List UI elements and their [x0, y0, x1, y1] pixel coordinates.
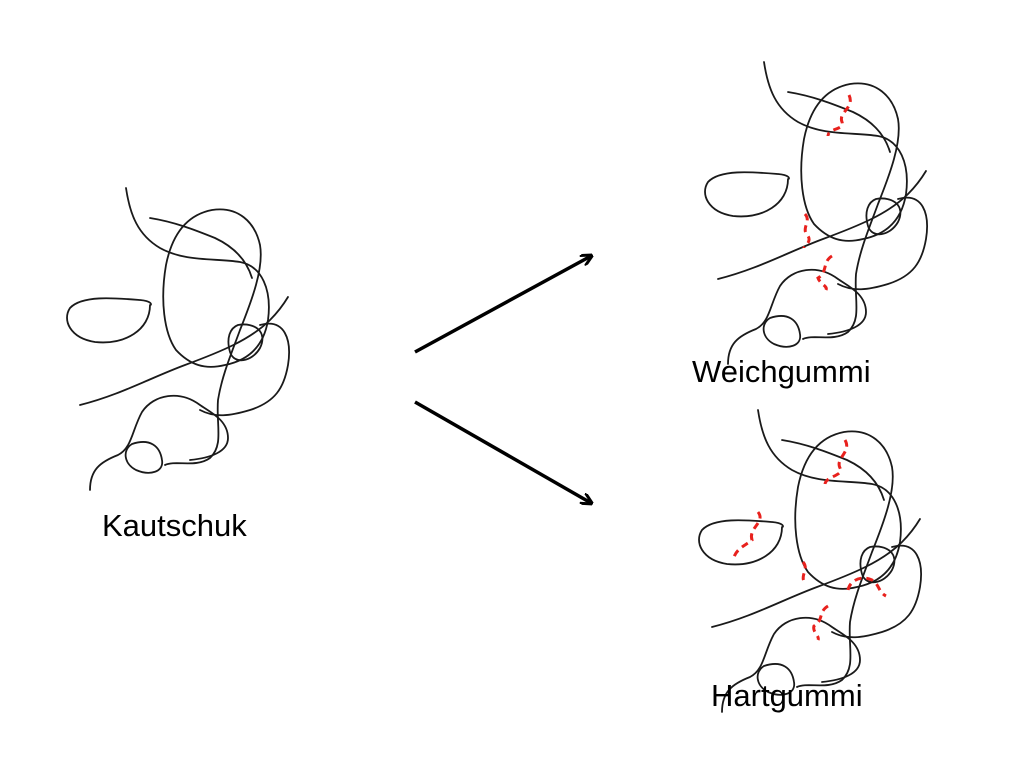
weichgummi-polymer-tangle — [704, 61, 928, 365]
crosslink — [812, 604, 829, 641]
hartgummi-polymer-tangle — [698, 409, 922, 713]
arrow-to-weichgummi — [414, 256, 591, 354]
label-kautschuk: Kautschuk — [102, 508, 247, 543]
crosslink — [802, 213, 811, 249]
crosslink — [801, 561, 808, 586]
crosslink — [823, 439, 849, 485]
weichgummi-crosslinks — [802, 94, 852, 291]
hartgummi-crosslinks — [731, 439, 887, 641]
kautschuk-polymer-tangle — [66, 187, 290, 491]
arrow-to-hartgummi — [414, 400, 591, 503]
crosslink — [816, 254, 833, 291]
crosslink — [826, 94, 852, 137]
crosslink — [846, 576, 887, 598]
crosslink — [731, 511, 762, 561]
label-weichgummi: Weichgummi — [692, 354, 871, 389]
label-hartgummi: Hartgummi — [711, 678, 863, 713]
